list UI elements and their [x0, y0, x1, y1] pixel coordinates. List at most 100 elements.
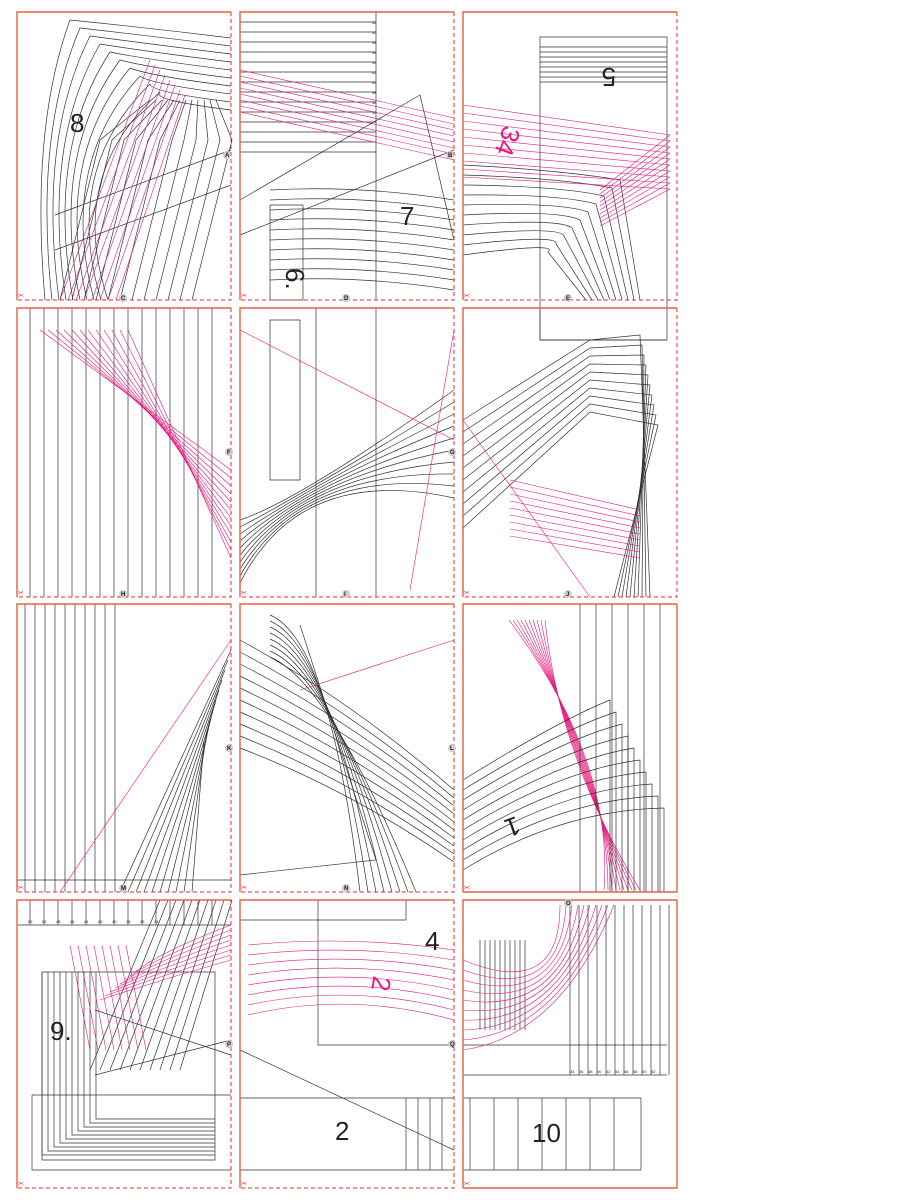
pattern-line [54, 149, 232, 216]
pattern-line [149, 899, 209, 1071]
pink-pattern-line [247, 949, 455, 961]
pink-pattern-line [239, 329, 455, 441]
pink-pattern-line [462, 904, 597, 1021]
pink-pattern-line [532, 619, 629, 891]
pink-pattern-line [462, 112, 671, 195]
pattern-line [31, 971, 231, 1171]
marker-notch [342, 294, 350, 302]
pattern-line [269, 204, 304, 301]
pattern-line [239, 735, 455, 855]
scissors-icon: ✂ [241, 589, 247, 597]
pattern-line [239, 461, 455, 563]
pink-pattern-line [509, 479, 641, 511]
marker-b: B [448, 153, 453, 159]
pattern-line [239, 604, 377, 876]
pink-pattern-line [239, 93, 455, 143]
pink-pattern-line [462, 120, 671, 199]
piece-number-4: 4 [425, 926, 439, 956]
pink-pattern-line [85, 944, 232, 1051]
pattern-line [462, 334, 651, 598]
pattern-line [119, 649, 232, 893]
marker-notch [448, 448, 456, 456]
pink-pattern-line [247, 958, 455, 971]
pattern-line [239, 149, 455, 236]
pattern-line [239, 425, 455, 542]
pattern-line [89, 972, 215, 1124]
size-label: 50 [642, 1069, 647, 1074]
pattern-line [239, 675, 455, 815]
marker-c: C [121, 296, 126, 302]
marker-p: P [227, 1042, 231, 1048]
tile-cut-line [240, 900, 455, 1189]
pattern-line [94, 1009, 232, 1076]
pattern-line [135, 669, 226, 893]
pink-pattern-line [540, 619, 637, 891]
pattern-lines [17, 12, 671, 1171]
size-label: 52 [651, 1069, 656, 1074]
pink-pattern-line [509, 486, 641, 517]
pink-pattern-line [299, 639, 455, 691]
pink-pattern-line [462, 160, 671, 219]
pattern-line [191, 739, 205, 893]
marker-notch [564, 899, 572, 907]
pattern-line [239, 639, 455, 791]
pattern-line [119, 59, 232, 79]
pattern-line [239, 651, 455, 799]
pattern-line [143, 99, 193, 301]
pink-pattern-line [462, 104, 671, 191]
pink-pattern-line [125, 924, 232, 1051]
pink-pattern-line [462, 128, 671, 203]
pattern-line [89, 899, 161, 1071]
tile-border [16, 603, 231, 892]
pink-pattern-line [79, 329, 232, 511]
size-label: 46 [70, 919, 75, 924]
pattern-line [462, 759, 641, 892]
tile-border [462, 603, 677, 892]
marker-f: F [227, 450, 231, 456]
size-label: 42 [98, 919, 103, 924]
pattern-line [239, 723, 455, 847]
pattern-line [46, 27, 81, 301]
scissors-icon: ✂ [18, 589, 24, 597]
pink-pattern-line [462, 904, 591, 1012]
size-label: 36 [372, 100, 377, 105]
pattern-line [462, 212, 611, 301]
pink-pattern-line [509, 535, 641, 559]
pink-pattern-line [508, 619, 606, 891]
tile-cut-line [240, 308, 455, 598]
pattern-line [239, 483, 455, 577]
size-label: 48 [372, 40, 377, 45]
pattern-line [462, 184, 629, 301]
pink-pattern-line [109, 934, 232, 1051]
pink-pattern-line [409, 329, 455, 591]
pattern-line [462, 230, 599, 301]
tile-border [16, 11, 231, 300]
marker-n: N [344, 886, 348, 892]
piece-number-7: 7 [400, 201, 414, 231]
pink-pattern-line [71, 329, 232, 503]
pink-pattern-line [69, 944, 232, 1051]
pink-pattern-line [247, 976, 455, 991]
pattern-line [269, 656, 417, 893]
pattern-line [99, 899, 169, 1071]
pink-pattern-line [462, 419, 591, 598]
tile-borders: ✂✂✂✂✂✂✂✂✂✂✂✂ [16, 11, 678, 1189]
marker-notch [564, 294, 572, 302]
size-label: 38 [588, 1069, 593, 1074]
piece-number-8: 8 [70, 108, 84, 138]
pattern-line [269, 638, 393, 893]
pattern-line [47, 972, 215, 1152]
pattern-line [462, 194, 623, 301]
pattern-line [239, 413, 455, 535]
pattern-line [54, 184, 232, 251]
pattern-line [77, 972, 215, 1132]
size-label: 44 [615, 1069, 620, 1074]
pattern-line [239, 663, 455, 807]
scissors-icon: ✂ [464, 1180, 470, 1188]
pink-pattern-line [127, 329, 232, 559]
pattern-line [69, 19, 232, 39]
size-label: 48 [633, 1069, 638, 1074]
marker-g: G [450, 450, 455, 456]
size-labels: 5252345050364848384646404444424242444040… [28, 20, 656, 1074]
pink-pattern-line [509, 493, 641, 523]
